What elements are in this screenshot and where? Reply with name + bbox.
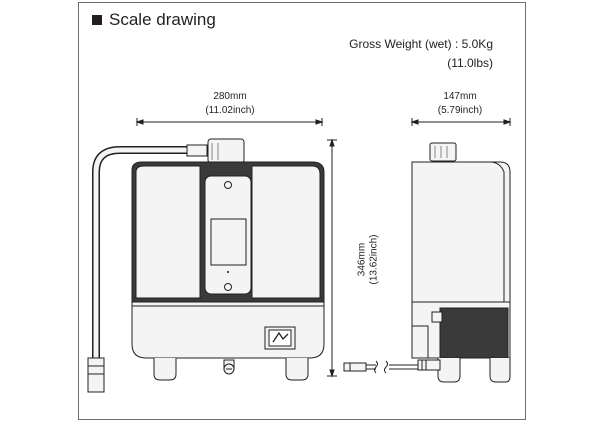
inlet-hose-drawing <box>343 360 418 374</box>
height-dimension-line <box>327 138 337 378</box>
depth-mm-label: 147mm <box>443 91 477 102</box>
width-inch-label: (11.02inch) <box>205 105 255 116</box>
section-heading: Scale drawing <box>92 10 216 30</box>
gross-weight-kg: Gross Weight (wet) : 5.0Kg <box>349 37 493 51</box>
gross-weight-lbs: (11.0lbs) <box>447 56 493 70</box>
depth-dimension-line <box>410 118 512 126</box>
width-mm-label: 280mm <box>213 91 247 102</box>
width-dimension-line <box>135 118 324 126</box>
front-view-drawing <box>87 138 325 393</box>
figure-frame <box>78 2 526 420</box>
square-bullet-icon <box>92 15 102 25</box>
depth-inch-label: (5.79inch) <box>437 105 483 116</box>
heading-text: Scale drawing <box>109 10 216 29</box>
side-view-drawing <box>411 142 511 383</box>
